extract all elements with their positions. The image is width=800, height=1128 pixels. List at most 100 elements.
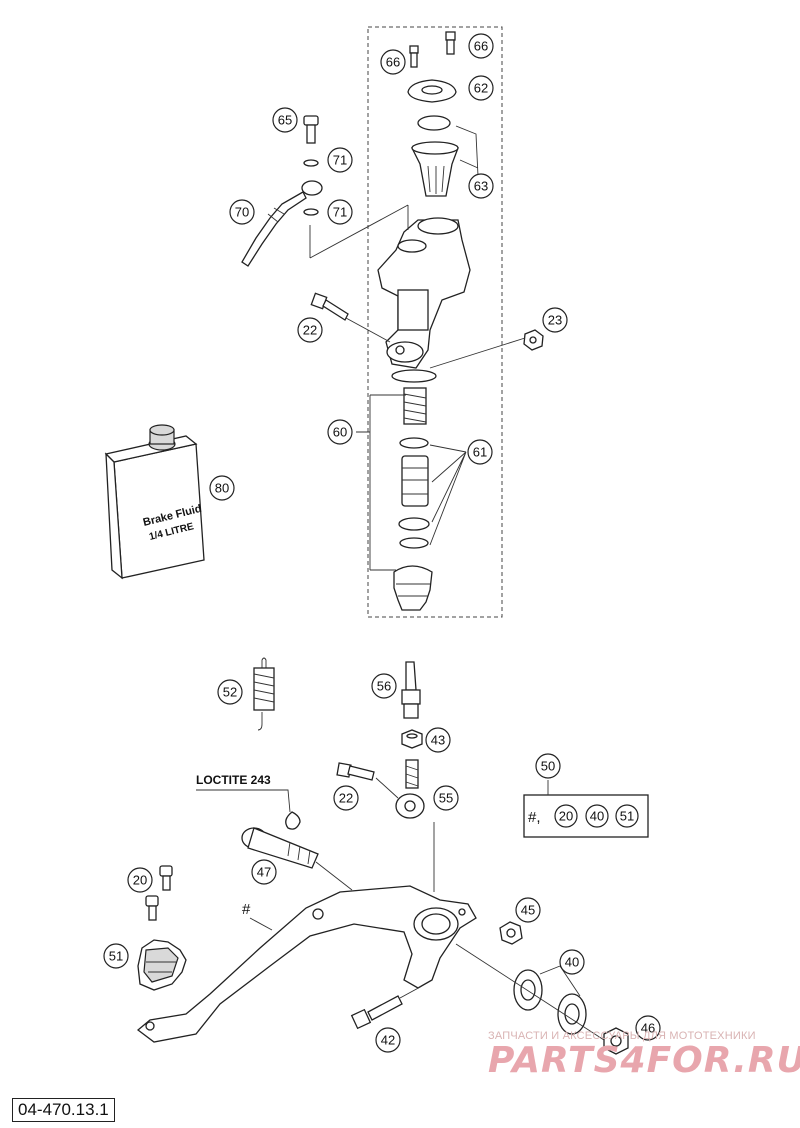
svg-text:66: 66	[386, 55, 400, 70]
callout-71-top: 71	[327, 147, 353, 173]
loctite-label: LOCTITE 243	[196, 773, 271, 787]
callout-42: 42	[375, 1027, 401, 1053]
svg-text:20: 20	[133, 873, 147, 888]
svg-text:22: 22	[303, 323, 317, 338]
kit-item-20: 20	[554, 804, 578, 828]
lead-60-group	[356, 394, 406, 571]
svg-text:46: 46	[641, 1021, 655, 1036]
bolt-66-right	[445, 31, 456, 55]
step-bolt-20-lower	[145, 895, 159, 921]
nut-46	[603, 1027, 629, 1055]
callout-66-right: 66	[468, 33, 494, 59]
mounting-bolt-22-top	[310, 292, 391, 343]
svg-text:62: 62	[474, 81, 488, 96]
svg-text:63: 63	[474, 179, 488, 194]
loctite-leader	[196, 789, 291, 813]
svg-text:52: 52	[223, 685, 237, 700]
callout-63: 63	[468, 173, 494, 199]
reservoir-63	[410, 141, 459, 197]
bearing-40-a	[513, 969, 543, 1011]
svg-text:51: 51	[109, 949, 123, 964]
callout-22-top: 22	[297, 317, 323, 343]
svg-text:20: 20	[559, 809, 573, 824]
svg-text:45: 45	[521, 903, 535, 918]
callout-43: 43	[425, 727, 451, 753]
svg-text:23: 23	[548, 313, 562, 328]
lead-63-group	[455, 125, 479, 177]
brake-fluid-bottle-80	[104, 424, 205, 580]
svg-text:47: 47	[257, 865, 271, 880]
svg-text:51: 51	[620, 809, 634, 824]
callout-70: 70	[229, 199, 255, 225]
loctite-drop	[285, 811, 301, 830]
lever-hash-leader	[249, 917, 273, 931]
lead-hose-to-body	[309, 204, 409, 259]
callout-47: 47	[251, 859, 277, 885]
lead-pivot-axis	[455, 943, 605, 1041]
bolt-22-lower	[336, 762, 375, 781]
lever-hash-mark: #	[242, 901, 251, 918]
callout-60: 60	[327, 419, 353, 445]
nut-23	[429, 329, 544, 369]
piston-61	[401, 455, 429, 507]
piston-spring	[403, 387, 427, 425]
nut-43	[401, 729, 423, 749]
bearing-40-b	[557, 993, 587, 1035]
svg-text:55: 55	[439, 791, 453, 806]
dust-boot	[393, 565, 433, 611]
callout-65: 65	[272, 107, 298, 133]
pivot-bolt-47	[241, 827, 353, 891]
master-cylinder-group-box	[367, 26, 503, 618]
pushrod-56	[401, 661, 421, 719]
svg-text:65: 65	[278, 113, 292, 128]
circlip	[399, 537, 429, 549]
svg-text:40: 40	[590, 809, 604, 824]
callout-46: 46	[635, 1015, 661, 1041]
reservoir-cover-62	[407, 79, 457, 103]
svg-text:71: 71	[333, 153, 347, 168]
figure-code: 04-470.13.1	[12, 1098, 115, 1122]
svg-text:50: 50	[541, 759, 555, 774]
piston-seal-upper	[399, 437, 429, 449]
callout-40: 40	[559, 949, 585, 975]
callout-23: 23	[542, 307, 568, 333]
piston-washer	[398, 517, 430, 531]
bolt-66-left	[409, 45, 419, 68]
kit-prefix: #,	[528, 809, 541, 826]
callout-56: 56	[371, 673, 397, 699]
callout-51: 51	[103, 943, 129, 969]
sealing-washer-71-bottom	[303, 208, 319, 216]
callout-71-bottom: 71	[327, 199, 353, 225]
callout-20: 20	[127, 867, 153, 893]
sealing-washer-71-top	[303, 159, 319, 167]
svg-text:42: 42	[381, 1033, 395, 1048]
kit-item-51: 51	[615, 804, 639, 828]
step-bolt-20-upper	[159, 865, 173, 891]
callout-80: 80	[209, 475, 235, 501]
svg-text:61: 61	[473, 445, 487, 460]
reservoir-gasket	[417, 115, 451, 131]
callout-66-left: 66	[380, 49, 406, 75]
callout-45: 45	[515, 897, 541, 923]
svg-text:80: 80	[215, 481, 229, 496]
brake-lever	[136, 885, 477, 1043]
callout-62: 62	[468, 75, 494, 101]
svg-text:43: 43	[431, 733, 445, 748]
svg-text:71: 71	[333, 205, 347, 220]
lead-61-group	[429, 444, 467, 546]
bolt-42	[350, 985, 423, 1030]
svg-text:56: 56	[377, 679, 391, 694]
banjo-bolt-65	[303, 115, 319, 144]
return-spring-52	[253, 657, 275, 731]
svg-text:22: 22	[339, 791, 353, 806]
nut-45	[499, 921, 523, 945]
callout-50: 50	[535, 753, 561, 779]
svg-text:66: 66	[474, 39, 488, 54]
clevis-55	[375, 759, 425, 819]
callout-52: 52	[217, 679, 243, 705]
callout-61: 61	[467, 439, 493, 465]
svg-text:70: 70	[235, 205, 249, 220]
watermark-caption: ЗАПЧАСТИ И АКСЕССУАРЫ ДЛЯ МОТОТЕХНИКИ	[488, 1030, 756, 1042]
svg-text:40: 40	[565, 955, 579, 970]
